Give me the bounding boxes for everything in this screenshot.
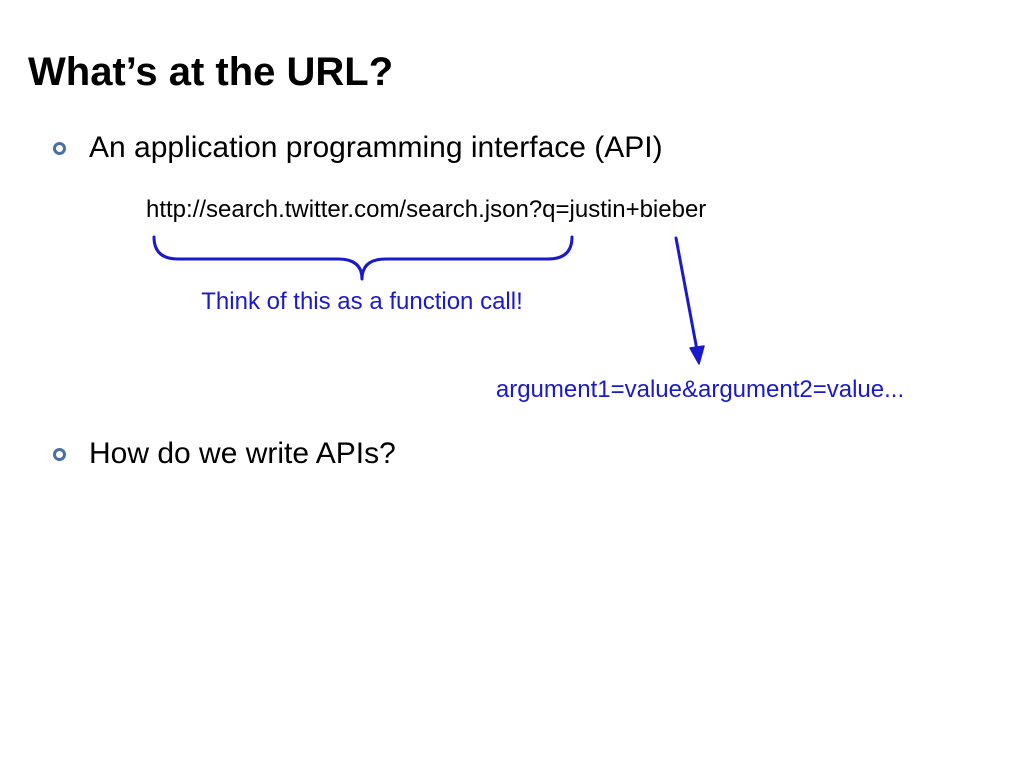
curly-brace-icon [152,235,574,281]
bullet-text: How do we write APIs? [89,437,396,470]
api-url-text: http://search.twitter.com/search.json?q=… [146,196,707,223]
bullet-item-api: An application programming interface (AP… [50,128,663,168]
bullet-item-write-apis: How do we write APIs? [50,434,396,474]
function-call-annotation: Think of this as a function call! [201,288,523,315]
arrow-line [674,236,699,352]
bullet-text: An application programming interface (AP… [89,131,663,164]
arrow-head-icon [689,345,705,365]
slide-title: What’s at the URL? [28,50,394,94]
arguments-annotation: argument1=value&argument2=value... [495,376,905,403]
bullet-circle-icon [53,141,66,155]
bullet-circle-icon [53,447,66,461]
